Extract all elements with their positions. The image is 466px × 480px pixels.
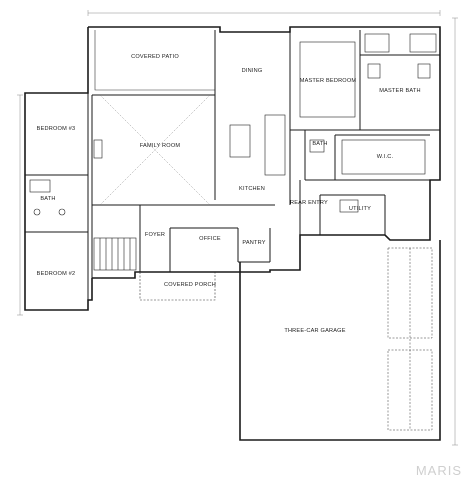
room-office: OFFICE <box>199 236 221 242</box>
ceiling-lines <box>99 94 211 206</box>
room-rear-entry: REAR ENTRY <box>290 200 328 206</box>
room-covered-porch: COVERED PORCH <box>164 282 216 288</box>
room-bath-small: BATH <box>312 141 327 147</box>
room-bedroom-3: BEDROOM #3 <box>37 126 76 132</box>
room-bath: BATH <box>40 196 55 202</box>
room-pantry: PANTRY <box>242 240 265 246</box>
room-labels: COVERED PATIO DINING MASTER BEDROOM MAST… <box>37 54 421 334</box>
watermark-logo: MARIS <box>416 463 462 478</box>
room-kitchen: KITCHEN <box>239 186 265 192</box>
room-utility: UTILITY <box>349 206 371 212</box>
room-foyer: FOYER <box>145 232 165 238</box>
garage-doors <box>387 247 433 431</box>
room-wic: W.I.C. <box>377 154 394 160</box>
room-garage: THREE-CAR GARAGE <box>284 328 345 334</box>
room-dining: DINING <box>242 68 263 74</box>
room-bedroom-2: BEDROOM #2 <box>37 271 76 277</box>
room-covered-patio: COVERED PATIO <box>131 54 179 60</box>
room-master-bedroom: MASTER BEDROOM <box>300 78 357 84</box>
room-master-bath: MASTER BATH <box>379 88 421 94</box>
fixtures <box>29 33 437 271</box>
patio-outline <box>94 30 216 301</box>
overall-dimension-lines <box>17 10 458 446</box>
interior-walls <box>25 30 440 300</box>
exterior-walls <box>24 26 441 441</box>
room-family-room: FAMILY ROOM <box>140 143 181 149</box>
